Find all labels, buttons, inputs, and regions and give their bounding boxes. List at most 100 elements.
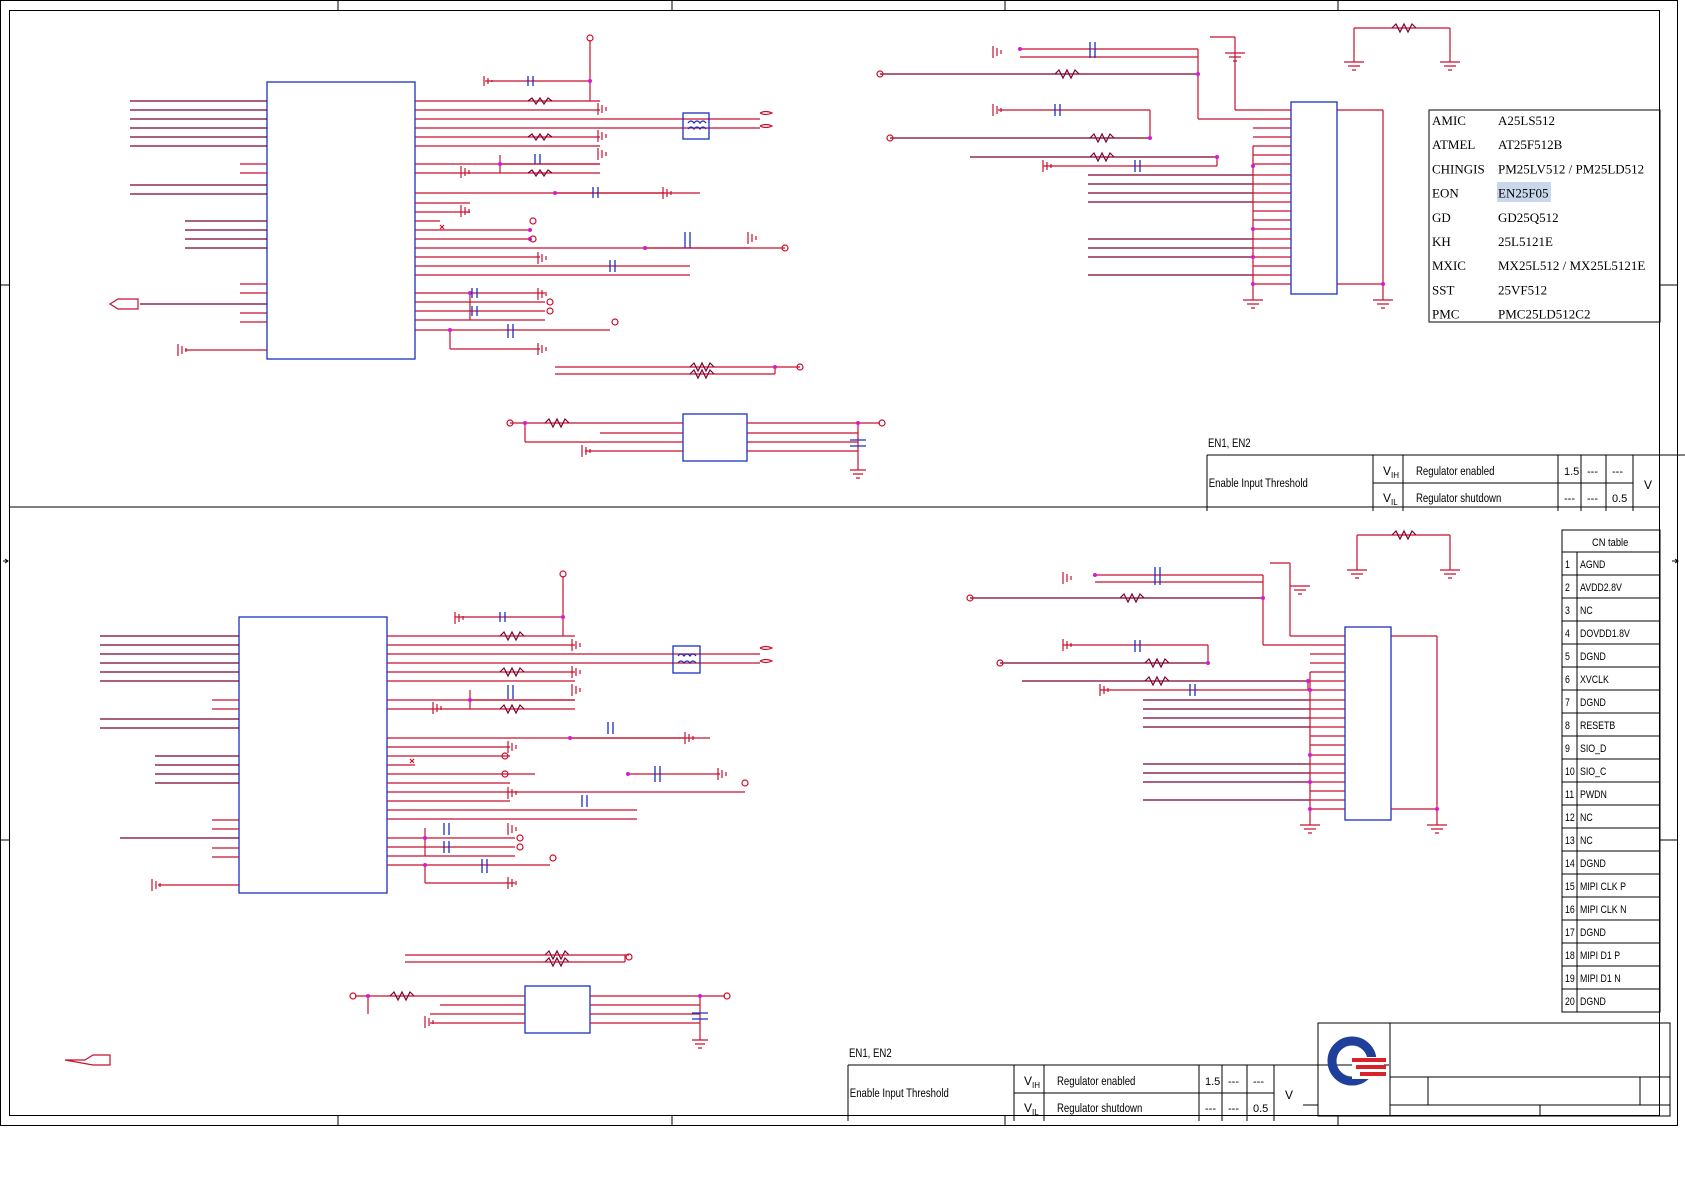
threshold-typ: --- [1228,1076,1239,1088]
threshold-subscript: IL [1391,498,1398,507]
top-sensor-circuit [108,34,804,380]
threshold-max: 0.5 [1612,493,1627,505]
cn-pin-name: RESETB [1580,720,1616,732]
threshold-min: --- [1205,1103,1216,1115]
vendor-name: PMC [1432,307,1459,322]
cn-pin-number: 14 [1565,858,1575,870]
cn-pin-number: 19 [1565,973,1575,985]
cn-pin-name: DGND [1580,858,1606,870]
threshold-symbol: V [1383,464,1391,478]
threshold-subscript: IH [1032,1081,1040,1090]
top-flash-ic [1290,101,1338,295]
cn-pin-name: NC [1580,812,1593,824]
threshold-max: --- [1612,466,1623,478]
cn-pin-number: 7 [1565,697,1570,709]
cn-pin-number: 11 [1565,789,1575,801]
cn-pin-number: 10 [1565,766,1575,778]
threshold-typ: --- [1587,493,1598,505]
cn-pin-name: MIPI D1 N [1580,973,1621,985]
highlight-cell [1497,182,1551,202]
vendor-name: EON [1432,186,1459,201]
threshold-max: 0.5 [1253,1103,1268,1115]
threshold-typ: --- [1228,1103,1239,1115]
threshold-symbol: V [1024,1074,1032,1088]
cn-pin-number: 20 [1565,996,1575,1008]
vendor-name: KH [1432,234,1451,249]
cn-pin-number: 16 [1565,904,1575,916]
bottom-ldo-regulator [349,985,731,1049]
bottom-flash-ic [1344,626,1392,821]
part-number: PMC25LD512C2 [1498,307,1590,322]
cn-pin-number: 18 [1565,950,1575,962]
vendor-name: ATMEL [1432,137,1475,152]
cn-pin-name: DGND [1580,996,1606,1008]
threshold-min: --- [1564,493,1575,505]
vendor-name: MXIC [1432,258,1466,273]
cn-pin-number: 3 [1565,605,1570,617]
part-number: PM25LV512 / PM25LD512 [1498,161,1644,176]
threshold-symbol: V [1024,1101,1032,1115]
cn-pin-name: PWDN [1580,789,1607,801]
cn-pin-name: DOVDD1.8V [1580,628,1630,640]
cn-pin-number: 4 [1565,628,1570,640]
cn-pin-name: MIPI CLK P [1580,881,1626,893]
cn-pin-number: 6 [1565,674,1570,686]
bottom-sensor-circuit [64,570,774,1066]
vendor-name: GD [1432,210,1451,225]
cn-pin-name: MIPI CLK N [1580,904,1626,916]
cn-pin-name: DGND [1580,651,1606,663]
part-number: EN25F05 [1498,186,1549,201]
cn-pin-number: 15 [1565,881,1575,893]
threshold-typ: --- [1587,466,1598,478]
threshold-condition: Regulator shutdown [1057,1102,1142,1115]
top-flash-circuit [876,22,1460,309]
part-number: GD25Q512 [1498,210,1559,225]
cn-pin-name: MIPI D1 P [1580,950,1620,962]
part-number: 25VF512 [1498,282,1547,297]
vendor-name: SST [1432,282,1454,297]
threshold-subscript: IH [1391,471,1399,480]
sheet-border [0,0,1679,1126]
cn-pin-name: AVDD2.8V [1580,582,1622,594]
part-number: A25LS512 [1498,113,1555,128]
vendor-name: CHINGIS [1432,161,1485,176]
threshold-condition: Regulator enabled [1057,1075,1135,1088]
cn-pin-number: 17 [1565,927,1575,939]
cn-pin-number: 12 [1565,812,1575,824]
threshold-subscript: IL [1032,1108,1039,1117]
cn-pin-name: XVCLK [1580,674,1609,686]
cn-pin-name: AGND [1580,559,1605,571]
logo-icon [1327,1036,1386,1086]
part-number: MX25L512 / MX25L5121E [1498,258,1645,273]
top-sensor-ic [266,81,416,360]
bottom-sensor-ic [238,616,388,894]
threshold-condition: Regulator enabled [1416,465,1494,478]
cn-pin-number: 13 [1565,835,1575,847]
cn-table-title: CN table [1592,537,1629,549]
threshold-max: --- [1253,1076,1264,1088]
threshold-min: 1.5 [1564,466,1579,478]
cn-pin-name: NC [1580,605,1593,617]
part-number: 25L5121E [1498,234,1553,249]
cn-pin-name: SIO_C [1580,766,1606,778]
threshold-signal: EN1, EN2 [1208,437,1251,450]
top-ldo-regulator [506,413,886,479]
threshold-unit: V [1644,478,1652,492]
threshold-symbol: V [1383,491,1391,505]
cn-pin-name: DGND [1580,927,1606,939]
cn-pin-number: 1 [1565,559,1570,571]
cn-pin-number: 8 [1565,720,1570,732]
threshold-min: 1.5 [1205,1076,1220,1088]
vendor-name: AMIC [1432,113,1466,128]
cn-pin-name: NC [1580,835,1593,847]
threshold-unit: V [1285,1088,1293,1102]
cn-pin-number: 2 [1565,582,1570,594]
cn-pin-name: SIO_D [1580,743,1606,755]
title-block [1303,1022,1671,1117]
cn-pin-number: 9 [1565,743,1570,755]
